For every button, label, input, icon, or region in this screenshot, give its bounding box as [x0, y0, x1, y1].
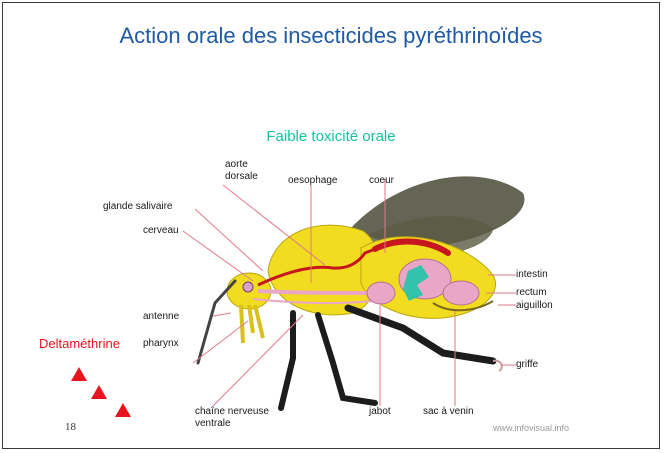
rectum: [443, 281, 479, 305]
watermark: www.infovisual.info: [493, 423, 569, 433]
label-coeur: coeur: [369, 175, 394, 187]
triangle-marker-1: [71, 367, 87, 381]
eye: [243, 282, 253, 292]
triangle-marker-3: [115, 403, 131, 417]
label-griffe: griffe: [516, 359, 538, 371]
label-glande: glande salivaire: [103, 201, 173, 213]
label-chaine: chaîne nerveuse ventrale: [195, 406, 269, 430]
label-intestin: intestin: [516, 269, 548, 281]
label-antenne: antenne: [143, 311, 179, 323]
label-aiguillon: aiguillon: [516, 300, 553, 312]
label-pharynx: pharynx: [143, 338, 179, 350]
label-oesophage: oesophage: [288, 175, 338, 187]
crop: [367, 282, 395, 304]
slide-subtitle: Faible toxicité orale: [3, 128, 659, 145]
slide: Action orale des insecticides pyréthrino…: [2, 2, 660, 449]
label-jabot: jabot: [369, 406, 391, 418]
deltamethrine-label: Deltaméthrine: [39, 336, 120, 351]
slide-title: Action orale des insecticides pyréthrino…: [3, 23, 659, 49]
leg-mid: [318, 315, 375, 403]
label-cerveau: cerveau: [143, 225, 179, 237]
label-rectum: rectum: [516, 287, 547, 299]
label-sac: sac à venin: [423, 406, 474, 418]
esophagus: [258, 291, 373, 293]
triangle-marker-2: [91, 385, 107, 399]
label-aorte: aorte dorsale: [225, 159, 285, 183]
page-number: 18: [65, 421, 76, 433]
